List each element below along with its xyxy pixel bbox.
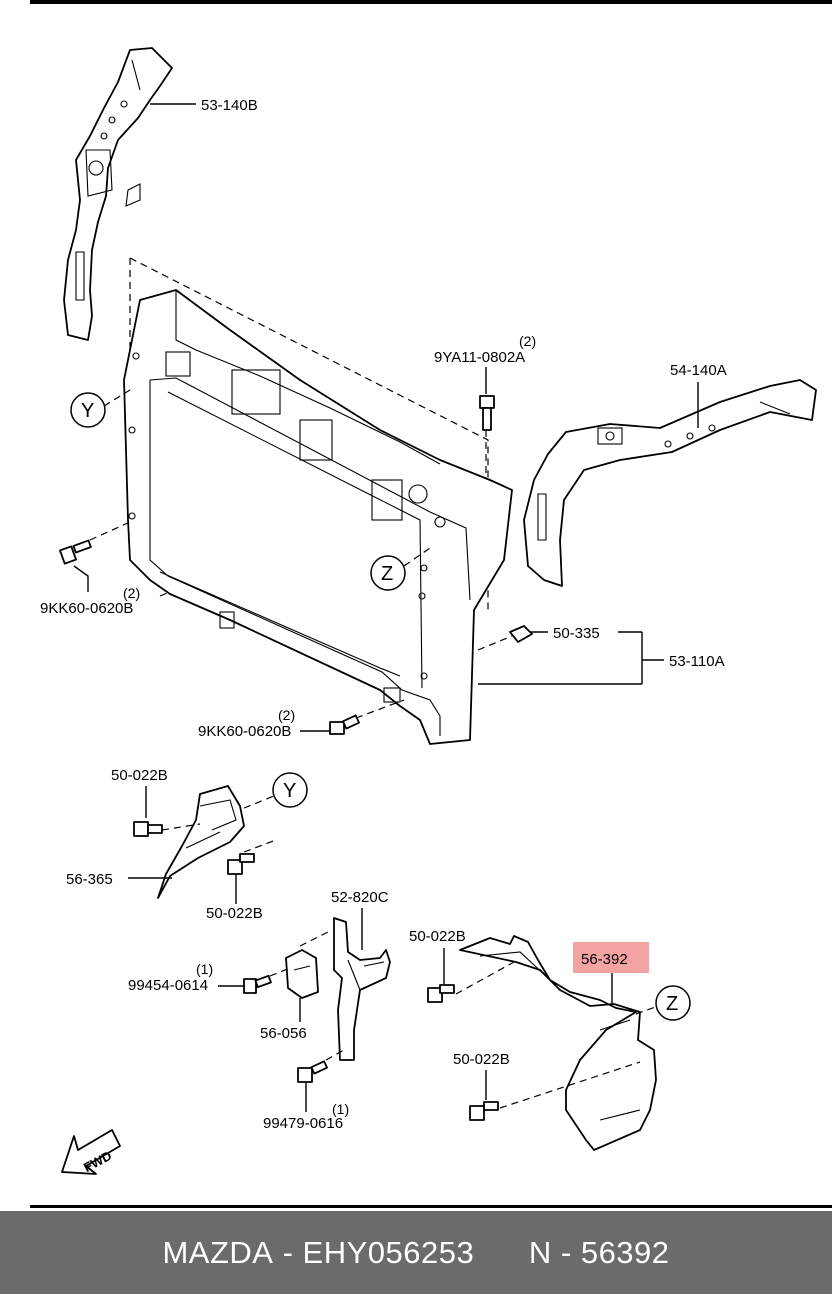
upper-left-bracket (63, 47, 173, 341)
qty-9kk60-bottom: (2) (278, 707, 295, 723)
clip-50-335-icon (509, 625, 533, 643)
label-53-110a: 53-110A (669, 653, 725, 670)
footer-brand: MAZDA (162, 1234, 274, 1270)
top-rule (30, 0, 832, 4)
bolt-9ya11-icon (479, 395, 495, 431)
qty-9kk60-left: (2) (123, 585, 140, 601)
callout-z-detail (655, 985, 691, 1021)
callout-z-main (370, 555, 406, 591)
dash-screw-b (325, 1049, 345, 1061)
callout-z-detail-letter: Z (666, 993, 678, 1015)
right-bracket (523, 379, 817, 587)
dash-clip (477, 635, 513, 651)
dash-z-detail (635, 1005, 659, 1015)
qty-99479: (1) (332, 1101, 349, 1117)
callout-z-main-letter: Z (381, 563, 393, 585)
leader-9kk60-left (73, 565, 89, 592)
footer-separator: - (273, 1234, 303, 1270)
small-bracket (285, 949, 319, 999)
dash-bottom-bolt (355, 699, 405, 719)
dash-clip-rl (499, 1061, 641, 1109)
label-56-392: 56-392 (581, 951, 628, 968)
label-56-365: 56-365 (66, 871, 113, 888)
footer-n-number: 56392 (580, 1234, 670, 1270)
label-9kk60-left: 9KK60-0620B (40, 600, 133, 617)
bolt-left-icon (59, 539, 92, 565)
footer-n-prefix: N - (528, 1234, 581, 1270)
radiator-support-frame (123, 257, 513, 745)
label-50-022b-right-upper: 50-022B (409, 928, 466, 945)
left-deflector (157, 785, 245, 899)
right-deflector (459, 935, 657, 1151)
dash-clip-ll (243, 839, 277, 853)
highlight-56-392 (573, 942, 649, 973)
bolt-bottom-icon (329, 714, 360, 735)
fwd-arrow-icon: FWD (61, 1129, 121, 1175)
dash-screw-a (269, 967, 291, 977)
qty-99454: (1) (196, 961, 213, 977)
bottom-rule (30, 1205, 832, 1208)
label-9ya11-0802a: 9YA11-0802A (434, 349, 525, 366)
label-50-022b-upper-left: 50-022B (111, 767, 168, 784)
label-9kk60-bottom: 9KK60-0620B (198, 723, 291, 740)
label-50-022b-right-lower: 50-022B (453, 1051, 510, 1068)
label-56-056: 56-056 (260, 1025, 307, 1042)
label-52-820c: 52-820C (331, 889, 389, 906)
dash-small-bracket (299, 929, 333, 947)
label-50-335: 50-335 (553, 625, 600, 642)
label-50-022b-lower-left: 50-022B (206, 905, 263, 922)
callout-y-detail-letter: Y (283, 780, 296, 802)
callout-y-main (70, 392, 106, 428)
clip-right-upper-icon (427, 984, 455, 1003)
center-bracket (333, 917, 391, 1061)
callout-y-main-letter: Y (81, 400, 94, 422)
label-99479-0616: 99479-0616 (263, 1115, 343, 1132)
clip-right-lower-icon (469, 1101, 499, 1121)
dash-z-main (403, 547, 431, 567)
footer-part-number: EHY056253 (302, 1234, 475, 1270)
label-54-140a: 54-140A (670, 362, 727, 379)
dash-left-bolt (89, 521, 131, 541)
footer-gap (474, 1235, 529, 1271)
label-53-140b: 53-140B (201, 97, 258, 114)
parts-diagram: 53-140B (2) 9YA11-0802A 54-140A (40, 47, 817, 1175)
dash-y-main (103, 389, 131, 407)
qty-9ya11: (2) (519, 333, 536, 349)
dash-clip-ru (455, 961, 515, 995)
callout-y-detail (272, 772, 308, 808)
clip-upper-left-icon (133, 821, 163, 837)
screw-a-icon (243, 974, 272, 994)
screw-b-icon (297, 1060, 328, 1083)
dash-clip-ul (161, 823, 201, 831)
footer-bar: MAZDA - EHY056253 N - 56392 (0, 1211, 832, 1294)
clip-lower-left-icon (227, 853, 255, 875)
dash-y-detail (243, 795, 275, 809)
label-99454-0614: 99454-0614 (128, 977, 208, 994)
